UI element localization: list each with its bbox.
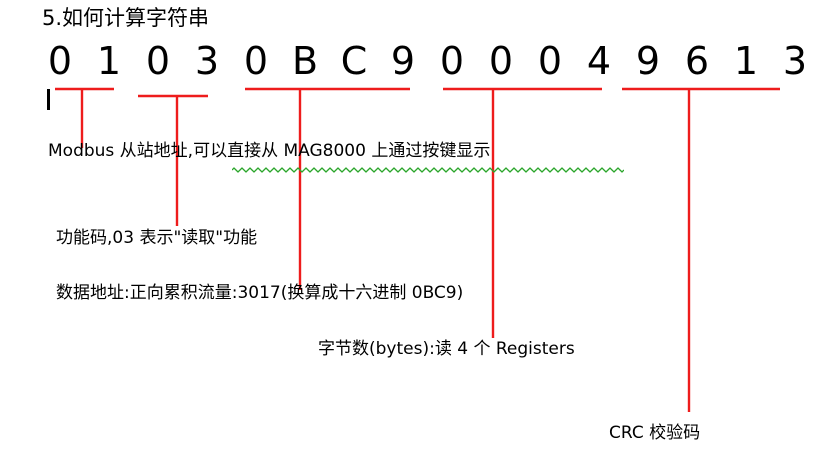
text-cursor [47, 89, 50, 110]
hex-char: 1 [733, 39, 759, 83]
hex-char: 3 [782, 39, 808, 83]
label-function-code: 功能码,03 表示"读取"功能 [56, 228, 258, 248]
section-title: 5.如何计算字符串 [42, 6, 210, 30]
hex-char: 0 [145, 39, 171, 83]
hex-char: 0 [537, 39, 563, 83]
hex-char: C [340, 39, 368, 83]
hex-char: B [291, 39, 319, 83]
hex-char: 0 [47, 39, 73, 83]
hex-char: 9 [635, 39, 661, 83]
label-slave-address: Modbus 从站地址,可以直接从 MAG8000 上通过按键显示 [48, 141, 491, 161]
spellcheck-underline [232, 167, 624, 173]
hex-char: 1 [96, 39, 122, 83]
hex-char: 0 [243, 39, 269, 83]
label-crc: CRC 校验码 [609, 423, 701, 443]
hex-char: 4 [586, 39, 612, 83]
hex-char: 0 [439, 39, 465, 83]
label-byte-count: 字节数(bytes):读 4 个 Registers [318, 339, 575, 359]
label-data-address: 数据地址:正向累积流量:3017(换算成十六进制 0BC9) [56, 283, 464, 303]
hex-char: 6 [684, 39, 710, 83]
hex-char: 0 [488, 39, 514, 83]
hex-char: 3 [194, 39, 220, 83]
hex-char: 9 [390, 39, 416, 83]
